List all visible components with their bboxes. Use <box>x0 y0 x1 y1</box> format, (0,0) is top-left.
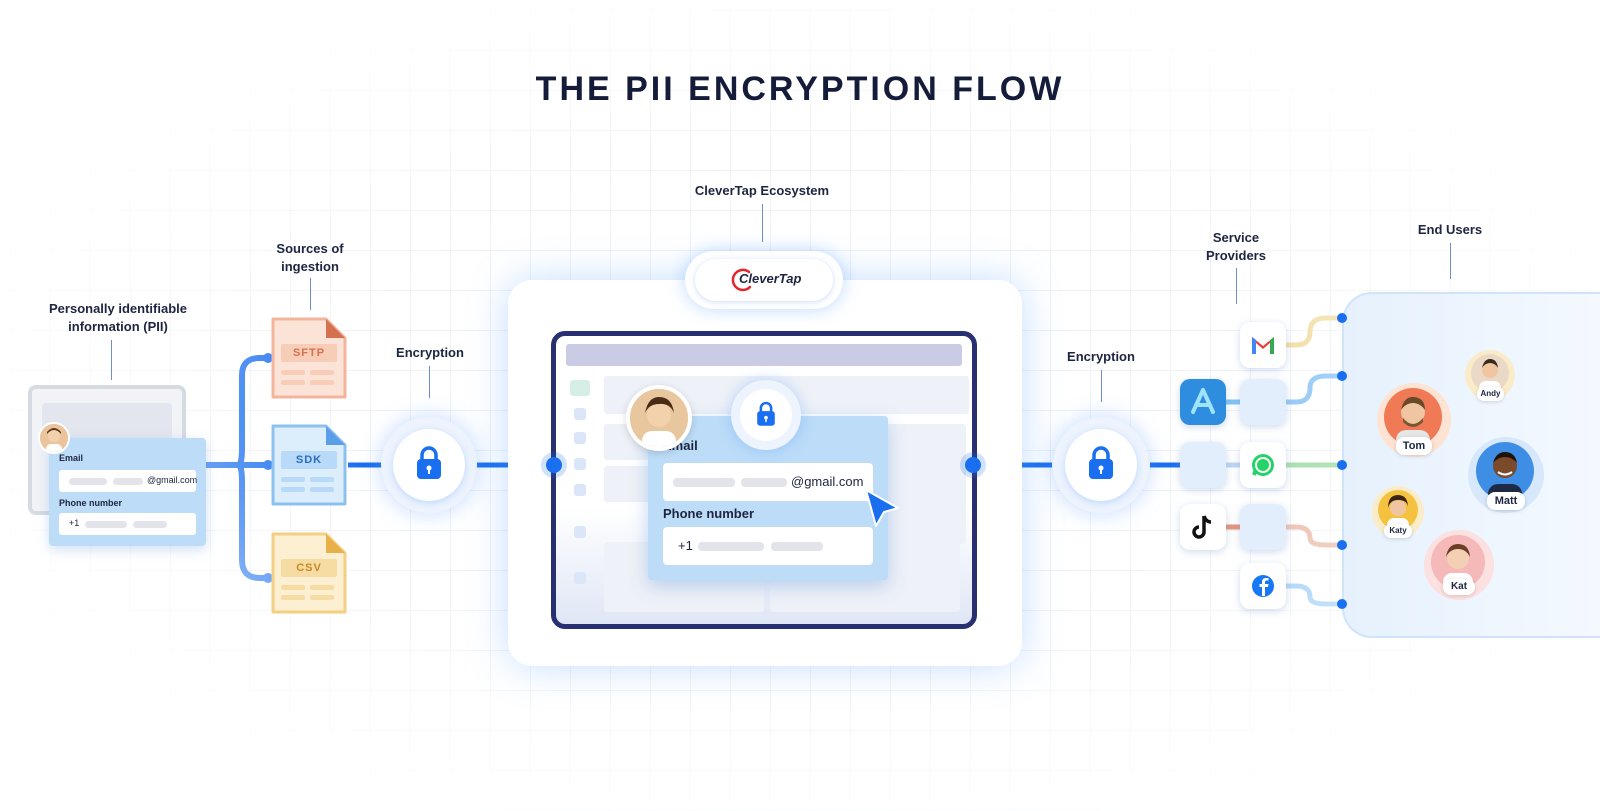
encryption-left-node <box>381 417 477 513</box>
facebook-icon <box>1240 563 1286 609</box>
service-placeholder <box>1240 379 1286 425</box>
center-phone-prefix: +1 <box>678 538 693 553</box>
end-users-label: End Users <box>1417 222 1483 237</box>
app-store-icon <box>1180 379 1226 425</box>
center-user-avatar <box>626 385 692 451</box>
end-user-dots <box>1337 313 1347 609</box>
center-lock-node <box>731 380 801 450</box>
end-user-kat-name: Kat <box>1443 579 1475 595</box>
cursor-icon <box>865 489 899 527</box>
end-user-tom-name: Tom <box>1396 437 1432 455</box>
pii-label-tick <box>111 340 112 380</box>
encryption-right-node <box>1053 417 1149 513</box>
diagram-title: THE PII ENCRYPTION FLOW <box>535 70 1065 108</box>
sources-label-tick <box>310 278 311 310</box>
clevertap-logo-text: CleverTap <box>739 271 802 286</box>
branch-csv-line <box>236 462 268 581</box>
end-user-matt-name: Matt <box>1487 492 1525 510</box>
sftp-label: SFTP <box>281 344 337 362</box>
branch-sftp-line <box>236 355 268 468</box>
encryption-left-tick <box>429 366 430 398</box>
service-providers-tick <box>1236 268 1237 304</box>
lock-icon <box>1089 446 1113 479</box>
pii-form-card: Email @gmail.com Phone number +1 <box>49 438 206 546</box>
lock-icon <box>757 401 775 426</box>
csv-file-icon: CSV <box>270 531 348 615</box>
encryption-left-label: Encryption <box>396 345 464 360</box>
sftp-file-icon: SFTP <box>270 316 348 400</box>
pii-email-label: Email <box>59 453 84 463</box>
service-placeholder <box>1180 442 1226 488</box>
ecosystem-label: CleverTap Ecosystem <box>694 183 830 198</box>
center-email-value: @gmail.com <box>791 474 864 489</box>
center-form-card: Email @gmail.com Phone number +1 <box>648 416 888 580</box>
end-user-kat: Kat <box>1424 530 1494 600</box>
end-user-andy: Andy <box>1465 350 1515 401</box>
center-phone-field: +1 <box>663 527 873 565</box>
encryption-right-label: Encryption <box>1067 349 1135 364</box>
sdk-file-icon: SDK <box>270 423 348 507</box>
encryption-right-tick <box>1101 370 1102 402</box>
ecosystem-label-tick <box>762 204 763 242</box>
center-output-dot <box>965 457 981 473</box>
lock-icon <box>417 446 441 479</box>
pii-phone-prefix: +1 <box>69 518 80 528</box>
end-user-tom: Tom <box>1377 383 1451 457</box>
pii-email-field: @gmail.com <box>59 470 198 492</box>
end-user-matt: Matt <box>1468 437 1544 513</box>
clevertap-logo-pill: CleverTap <box>685 251 843 309</box>
service-placeholder <box>1240 504 1286 550</box>
pii-email-value: @gmail.com <box>147 475 198 485</box>
center-input-dot <box>546 457 562 473</box>
center-phone-label: Phone number <box>663 506 755 521</box>
tiktok-icon <box>1180 504 1226 550</box>
pii-user-avatar <box>38 422 70 454</box>
whatsapp-icon <box>1240 442 1286 488</box>
end-user-andy-name: Andy <box>1477 387 1504 401</box>
pii-phone-label: Phone number <box>59 498 123 508</box>
pii-label: Personally identifiable information (PII… <box>49 301 187 334</box>
gmail-icon <box>1240 322 1286 368</box>
end-user-katy: Katy <box>1372 486 1424 538</box>
clevertap-logo-icon <box>731 268 752 292</box>
center-email-field: @gmail.com <box>663 463 873 501</box>
csv-label: CSV <box>281 559 337 577</box>
pii-phone-field: +1 <box>59 513 196 535</box>
sdk-label: SDK <box>281 451 337 469</box>
end-user-katy-name: Katy <box>1384 524 1412 538</box>
sources-label: Sources of ingestion <box>276 241 344 274</box>
service-providers-label: Service Providers <box>1206 230 1266 263</box>
end-users-tick <box>1450 243 1451 279</box>
